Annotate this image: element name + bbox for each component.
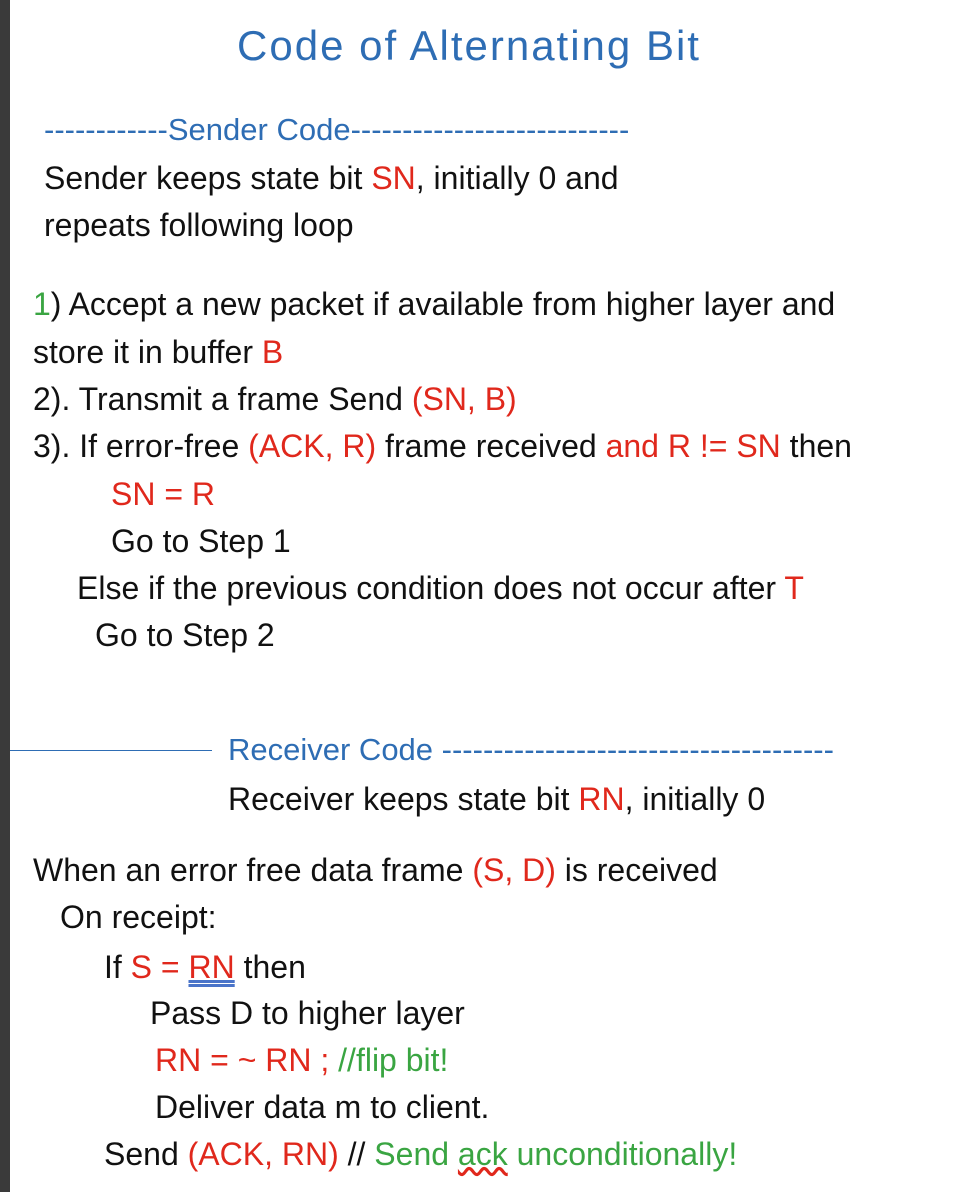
- flip-line: RN = ~ RN ; //flip bit!: [155, 1040, 448, 1080]
- send-line: Send (ACK, RN) // Send ack unconditional…: [104, 1134, 737, 1174]
- else-text: Else if the previous condition does not …: [77, 570, 785, 606]
- send-keyword: Send: [104, 1136, 188, 1172]
- data-frame: (S, D): [472, 852, 556, 888]
- ack-frame: (ACK, R): [248, 428, 377, 464]
- sn-var: SN: [371, 160, 416, 196]
- send-comment-b: unconditionally!: [507, 1136, 738, 1172]
- flip-comment: //flip bit!: [338, 1042, 449, 1078]
- ack-rn-frame: (ACK, RN): [187, 1136, 339, 1172]
- flip-statement: RN = ~ RN ;: [155, 1042, 339, 1078]
- pass-line: Pass D to higher layer: [150, 995, 465, 1031]
- page-title: Code of Alternating Bit: [237, 22, 701, 69]
- send-comment-a: Send: [374, 1136, 458, 1172]
- when-line: When an error free data frame (S, D) is …: [33, 850, 718, 890]
- when-end: is received: [555, 852, 718, 888]
- receiver-heading: Receiver Code --------------------------…: [228, 732, 834, 767]
- step-3-end: then: [780, 428, 852, 464]
- step-3-condition: and R != SN: [605, 428, 781, 464]
- sn-assign: SN = R: [111, 476, 216, 512]
- on-receipt: On receipt:: [60, 899, 217, 935]
- deliver-line: Deliver data m to client.: [155, 1089, 490, 1125]
- sender-intro-text: Sender keeps state bit: [44, 160, 372, 196]
- if-keyword: If: [104, 949, 131, 985]
- section-divider: [10, 750, 212, 751]
- receiver-intro-end: , initially 0: [624, 781, 766, 817]
- if-condition: S =: [130, 949, 189, 985]
- sender-intro-line2: repeats following loop: [44, 207, 354, 243]
- step-1-continued: store it in buffer B: [33, 332, 283, 372]
- step-1-cont-text: store it in buffer: [33, 334, 262, 370]
- sender-intro-text-end: , initially 0 and: [415, 160, 619, 196]
- step-1-text: ) Accept a new packet if available from …: [50, 286, 836, 322]
- if-rn-var: RN: [188, 949, 235, 985]
- step-2-line: 2). Transmit a frame Send (SN, B): [33, 379, 517, 419]
- step-1-number: 1: [33, 286, 51, 322]
- goto-step-1: Go to Step 1: [111, 523, 291, 559]
- else-line: Else if the previous condition does not …: [77, 568, 804, 608]
- send-comment-ack: ack: [457, 1136, 508, 1172]
- left-edge-bar: [0, 0, 10, 1192]
- when-text: When an error free data frame: [33, 852, 473, 888]
- step-2-text: 2). Transmit a frame Send: [33, 381, 412, 417]
- step-3-mid: frame received: [376, 428, 606, 464]
- rn-var: RN: [578, 781, 625, 817]
- if-line: If S = RN then: [104, 947, 306, 987]
- goto-step-2: Go to Step 2: [95, 617, 275, 653]
- step-3-text: 3). If error-free: [33, 428, 249, 464]
- receiver-intro: Receiver keeps state bit RN, initially 0: [228, 779, 765, 819]
- receiver-intro-text: Receiver keeps state bit: [228, 781, 579, 817]
- if-then: then: [234, 949, 306, 985]
- sender-intro-line1: Sender keeps state bit SN, initially 0 a…: [44, 158, 619, 198]
- sender-heading: ------------Sender Code-----------------…: [44, 112, 630, 147]
- step-3-line: 3). If error-free (ACK, R) frame receive…: [33, 426, 852, 466]
- buffer-var: B: [261, 334, 284, 370]
- send-frame: (SN, B): [411, 381, 517, 417]
- comment-slashes: //: [338, 1136, 375, 1172]
- step-1-line: 1) Accept a new packet if available from…: [33, 284, 835, 324]
- timeout-var: T: [784, 570, 804, 606]
